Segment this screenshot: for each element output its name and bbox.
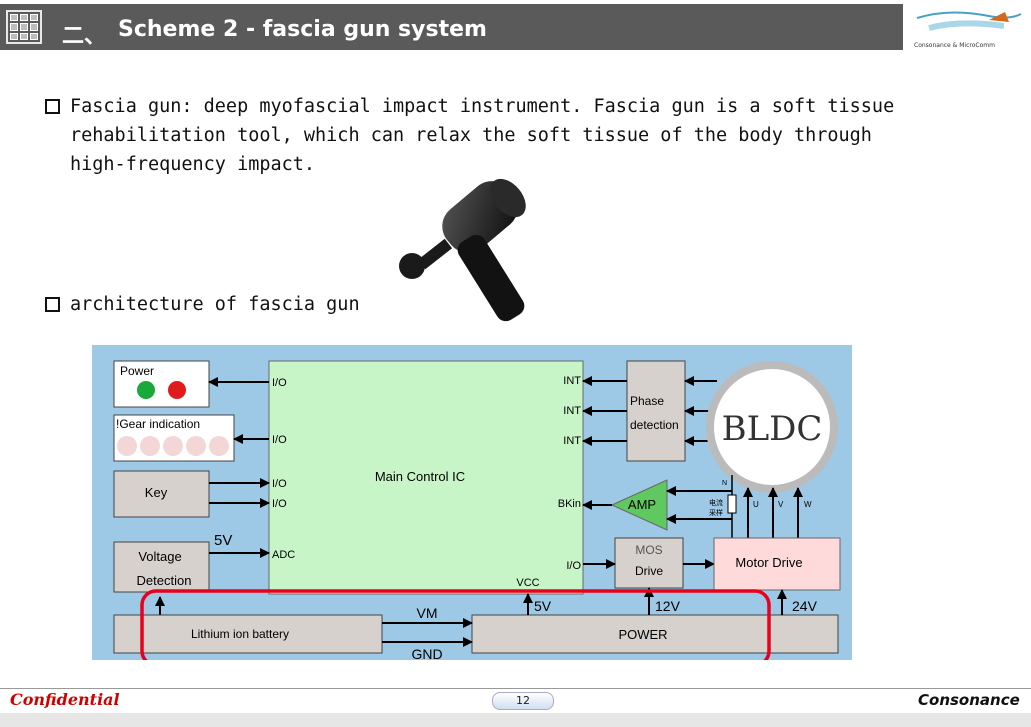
confidential-mark: Confidential (10, 690, 120, 709)
motor-drive-block (713, 537, 841, 591)
motor-drive-label: Motor Drive (735, 555, 802, 570)
company-logo (916, 11, 1022, 31)
vcc-label: VCC (516, 577, 539, 589)
key-label: Key (145, 485, 168, 500)
power-block (471, 614, 839, 654)
title-bar: 二、 Scheme 2 - fascia gun system (0, 4, 903, 50)
phase-detection-block (626, 360, 686, 462)
bullet-intro: Fascia gun: deep myofascial impact instr… (45, 92, 895, 179)
gear-led-4-icon (186, 436, 206, 456)
power-24v-label: 24V (792, 598, 818, 614)
int-label-1: INT (563, 375, 581, 387)
io-label-2: I/O (272, 434, 287, 446)
bkin-label: BKin (558, 498, 581, 510)
gear-led-5-icon (209, 436, 229, 456)
amp-small-label-1: 电流 (709, 498, 723, 507)
amp-label: AMP (628, 497, 656, 512)
adc-label: ADC (272, 549, 295, 561)
bullet-architecture: architecture of fascia gun (45, 290, 360, 319)
gear-led-3-icon (163, 436, 183, 456)
grid-icon (6, 10, 42, 44)
w-label: W (804, 500, 812, 509)
gear-led-1-icon (117, 436, 137, 456)
architecture-diagram: Main Control IC I/O I/O I/O I/O ADC INT … (92, 345, 852, 660)
int-label-3: INT (563, 435, 581, 447)
bottom-bar (0, 713, 1031, 727)
vm-label: VM (417, 605, 438, 621)
bldc-label: BLDC (722, 409, 823, 449)
voltage-label-2: Detection (137, 573, 192, 588)
green-led-icon (137, 381, 155, 399)
mos-drive-block (614, 537, 684, 589)
u-label: U (753, 500, 759, 509)
power-12v-label: 12V (655, 598, 681, 614)
io-label-1: I/O (272, 377, 287, 389)
int-label-2: INT (563, 405, 581, 417)
phase-label-2: detection (630, 418, 679, 432)
square-bullet-icon (45, 99, 60, 114)
main-ic-label: Main Control IC (375, 469, 465, 484)
power-indicator-label: Power (120, 364, 154, 378)
page-number: 12 (492, 692, 554, 710)
voltage-detection-block (113, 541, 210, 593)
mos-label-2: Drive (635, 564, 663, 578)
v-label: V (778, 500, 784, 509)
amp-small-label-2: 采样 (709, 508, 723, 517)
logo-text: Consonance & MicroComm (914, 42, 995, 49)
fascia-gun-image (399, 178, 526, 322)
power-label: POWER (618, 627, 667, 642)
io-label-4: I/O (272, 498, 287, 510)
power-5v-label: 5V (534, 598, 552, 614)
mos-label-1: MOS (635, 543, 662, 557)
red-led-icon (168, 381, 186, 399)
gear-indication-label: !Gear indication (116, 417, 200, 431)
slide-title: Scheme 2 - fascia gun system (118, 17, 487, 42)
shunt-resistor (727, 494, 737, 514)
battery-label: Lithium ion battery (191, 627, 289, 641)
intro-line-2: rehabilitation tool, which can relax the… (70, 125, 872, 146)
voltage-label-1: Voltage (138, 549, 181, 564)
footer-brand: Consonance (918, 691, 1020, 709)
amp-triangle (610, 479, 668, 531)
phase-label-1: Phase (630, 394, 664, 408)
footer-divider (0, 688, 1031, 689)
key-block (113, 470, 210, 518)
main-control-ic-block (268, 360, 584, 595)
gnd-label: GND (411, 646, 442, 660)
power-indicator-block (113, 360, 210, 408)
left-5v-label: 5V (214, 532, 232, 549)
highlight-outline (140, 589, 771, 660)
gear-led-2-icon (140, 436, 160, 456)
io-right-label: I/O (566, 560, 581, 572)
n-label: N (722, 480, 727, 487)
section-number: 二、 (62, 24, 107, 49)
battery-block (113, 614, 383, 654)
intro-line-3: high-frequency impact. (70, 154, 316, 175)
io-label-3: I/O (272, 478, 287, 490)
intro-line-1: Fascia gun: deep myofascial impact instr… (70, 96, 895, 117)
architecture-heading: architecture of fascia gun (70, 294, 360, 315)
square-bullet-icon (45, 297, 60, 312)
